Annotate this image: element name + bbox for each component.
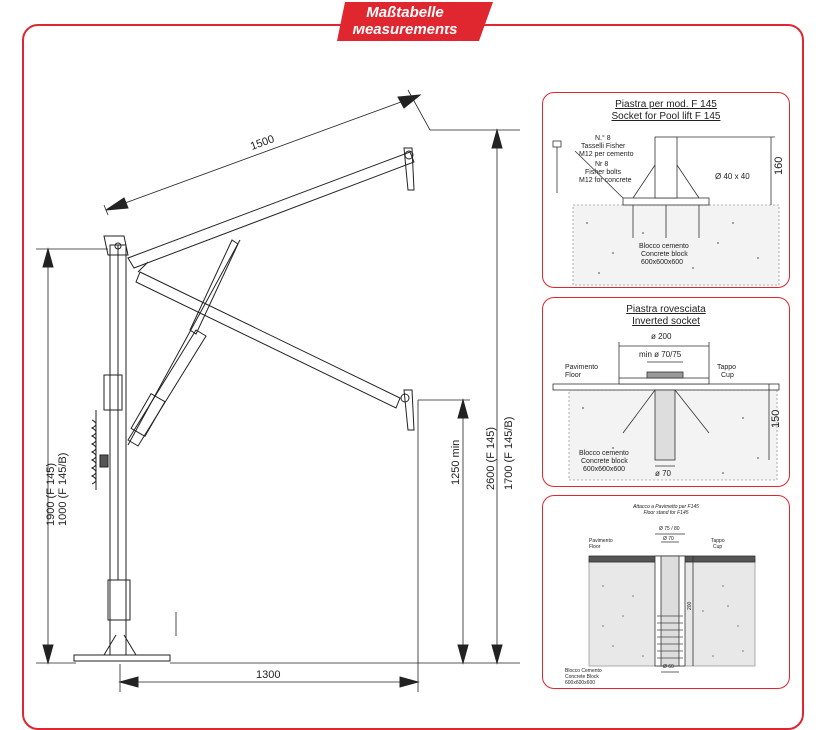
floor-floor-it: Pavimento <box>589 538 613 544</box>
floor-block-size: 600x600x600 <box>565 680 596 686</box>
inverted-title-it: Piastra rovesciata <box>626 304 706 315</box>
inverted-cup-it: Tappo <box>717 364 737 371</box>
floor-title-en: Floor stand for F145 <box>643 510 689 516</box>
inverted-block-en: Concrete block <box>581 458 628 465</box>
dim-lift-min: 1250 min <box>450 440 462 485</box>
floor-stand-drawing: 200 <box>588 533 756 673</box>
socket-drawing: 160 <box>552 136 785 286</box>
inverted-cup-en: Cup <box>721 372 734 379</box>
actuator <box>127 329 207 447</box>
socket-tube-size: Ø 40 x 40 <box>715 172 750 181</box>
bolts-it-2: Tasselli Fisher <box>581 143 626 150</box>
inverted-socket-drawing: 150 <box>552 342 782 481</box>
socket-block-en: Concrete block <box>641 251 688 258</box>
floor-d60: Ø 60 <box>663 664 674 670</box>
floor-floor-en: Floor <box>589 544 601 550</box>
dim-height-left-2: 1000 (F 145/B) <box>57 453 69 526</box>
panel-socket: 160 Piastra per mod. F 145 Socket for Po… <box>542 92 790 288</box>
dim-base-width: 1300 <box>256 669 280 681</box>
inverted-depth: 150 <box>770 410 782 428</box>
socket-height: 160 <box>773 157 785 175</box>
bolts-it-3: M12 per cemento <box>579 151 634 158</box>
inverted-block-size: 600x600x600 <box>583 466 626 473</box>
bolts-en-2: Fisher bolts <box>585 169 622 176</box>
banner-title-de: Maßtabelle <box>366 4 444 21</box>
coiled-cable <box>90 410 97 490</box>
inverted-floor-en: Floor <box>565 372 581 379</box>
floor-depth: 200 <box>687 601 693 610</box>
floor-cup-it: Tappo <box>711 538 725 544</box>
dim-height-right-1: 2600 (F 145) <box>485 427 497 490</box>
socket-title-it: Piastra per mod. F 145 <box>615 99 717 110</box>
socket-block-it: Blocco cemento <box>639 243 689 250</box>
lower-arm <box>135 271 401 409</box>
banner-shape <box>337 2 493 41</box>
bolts-it-1: N.° 8 <box>595 135 611 142</box>
floor-cup-en: Cup <box>713 544 723 550</box>
mast-box <box>107 579 131 621</box>
floor-block-en: Concrete Block <box>565 674 599 680</box>
floor-title-it: Attacco a Pavimetto per F145 <box>633 504 699 510</box>
base-plate <box>73 654 171 662</box>
floor-d75: Ø 75 / 80 <box>659 526 680 532</box>
inverted-title-en: Inverted socket <box>632 316 700 327</box>
dim-height-right-2: 1700 (F 145/B) <box>503 417 515 490</box>
lift-drawing: 1500 1300 1900 (F 145) 1000 (F 145/B) 12… <box>36 89 520 692</box>
panel-floor-stand: 200 Attacco a Pavimetto per F145 Floor s… <box>542 495 790 689</box>
inverted-block-it: Blocco cemento <box>579 450 629 457</box>
floor-d70: Ø 70 <box>663 536 674 542</box>
bolts-en-1: Nr 8 <box>595 161 609 168</box>
control-box <box>103 374 123 411</box>
inverted-d70: ø 70 <box>655 469 672 478</box>
floor-block-it: Blocco Cemento <box>565 668 602 674</box>
inverted-floor-it: Pavimento <box>565 364 599 371</box>
upper-arm <box>127 151 415 269</box>
panel-inverted-socket: 150 Piastra rovesciata Inverted socket ø… <box>542 297 790 487</box>
dim-height-left-1: 1900 (F 145) <box>45 463 57 526</box>
inverted-d200: ø 200 <box>651 332 672 341</box>
socket-block-size: 600x600x600 <box>641 259 684 266</box>
inverted-min: min ø 70/75 <box>639 350 682 359</box>
dim-arm-length: 1500 <box>249 133 276 153</box>
bolts-en-3: M12 for concrete <box>579 177 632 184</box>
socket-title-en: Socket for Pool lift F 145 <box>611 111 721 122</box>
